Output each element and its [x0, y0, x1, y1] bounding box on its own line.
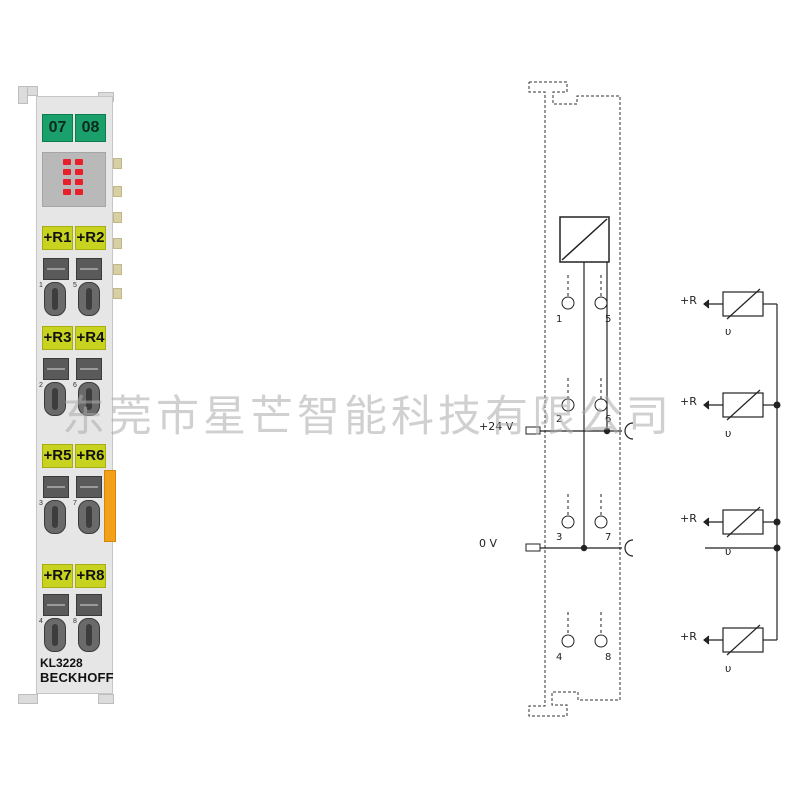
contact-number-6: 6 [605, 414, 611, 425]
rail-bottom-right [98, 694, 114, 704]
rtd-sensor-3 [703, 506, 777, 538]
label-r2: +R2 [75, 226, 106, 250]
rail-top-left-hook [18, 86, 28, 104]
rail-bottom-left [18, 694, 38, 704]
sensor-return-bus [705, 304, 778, 640]
contact-6 [594, 398, 608, 412]
wire-entry-2[interactable] [44, 382, 66, 416]
spring-release-3[interactable] [43, 476, 69, 498]
label-r3: +R3 [42, 326, 73, 350]
theta-symbol-3: υ [725, 545, 731, 558]
wire-entry-6[interactable] [78, 382, 100, 416]
status-led-8 [75, 189, 83, 195]
contact-number-7: 7 [605, 532, 611, 543]
model-number: KL3228 [40, 656, 83, 670]
wire-entry-5[interactable] [78, 282, 100, 316]
contact-stubs [567, 275, 602, 634]
label-r4: +R4 [75, 326, 106, 350]
label-r8: +R8 [75, 564, 106, 588]
connector-number-8: 8 [73, 618, 77, 625]
contact-1 [561, 296, 575, 310]
led-window [42, 152, 106, 207]
contact-number-4: 4 [556, 652, 562, 663]
spring-release-5[interactable] [76, 258, 102, 280]
status-led-1 [63, 159, 71, 165]
spring-release-1[interactable] [43, 258, 69, 280]
connector-number-1: 1 [39, 282, 43, 289]
rtd-sensor-4 [703, 624, 777, 656]
side-contact-3 [113, 212, 122, 223]
wire-entry-1[interactable] [44, 282, 66, 316]
connector-number-7: 7 [73, 500, 77, 507]
brand-logo: BECKHOFF [40, 670, 114, 685]
status-led-6 [75, 169, 83, 175]
bus-junctions [773, 401, 781, 552]
theta-symbol-2: υ [725, 427, 731, 440]
status-led-2 [63, 169, 71, 175]
channel-tab-07: 07 [42, 114, 73, 142]
status-led-5 [75, 159, 83, 165]
contact-8 [594, 634, 608, 648]
label-r6: +R6 [75, 444, 106, 468]
connector-number-5: 5 [73, 282, 77, 289]
side-contact-4 [113, 238, 122, 249]
power-zero-line [525, 539, 634, 557]
status-led-3 [63, 179, 71, 185]
contact-number-2: 2 [556, 414, 562, 425]
channel-tab-08: 08 [75, 114, 106, 142]
contact-number-1: 1 [556, 314, 562, 325]
wire-entry-8[interactable] [78, 618, 100, 652]
watermark-text: 东莞市星芒智能科技有限公司 [62, 392, 673, 442]
orange-power-contact [104, 470, 116, 542]
spring-release-7[interactable] [76, 476, 102, 498]
label-r1: +R1 [42, 226, 73, 250]
signal-isolator-block [559, 216, 610, 263]
connector-number-3: 3 [39, 500, 43, 507]
sensor-label-3: +R [680, 512, 697, 525]
spring-release-4[interactable] [43, 594, 69, 616]
terminal-module: 07 08 +R1 +R2 1 5 +R3 +R4 2 6 +R5 +R6 3 … [18, 82, 122, 708]
status-led-4 [63, 189, 71, 195]
connector-number-6: 6 [73, 382, 77, 389]
housing-outline [528, 81, 621, 717]
wire-entry-3[interactable] [44, 500, 66, 534]
power-plus-line [525, 422, 634, 440]
sensor-label-4: +R [680, 630, 697, 643]
theta-symbol-1: υ [725, 325, 731, 338]
side-contact-2 [113, 186, 122, 197]
contact-5 [594, 296, 608, 310]
contact-2 [561, 398, 575, 412]
wire-entry-4[interactable] [44, 618, 66, 652]
contact-4 [561, 634, 575, 648]
spring-release-2[interactable] [43, 358, 69, 380]
theta-symbol-4: υ [725, 662, 731, 675]
side-contact-6 [113, 288, 122, 299]
spring-release-6[interactable] [76, 358, 102, 380]
wire-entry-7[interactable] [78, 500, 100, 534]
side-contact-5 [113, 264, 122, 275]
contact-number-3: 3 [556, 532, 562, 543]
supply-zero-label: 0 V [479, 537, 497, 550]
spring-release-8[interactable] [76, 594, 102, 616]
rtd-sensor-1 [703, 288, 777, 320]
contact-7 [594, 515, 608, 529]
connector-number-2: 2 [39, 382, 43, 389]
contact-number-5: 5 [605, 314, 611, 325]
side-contact-1 [113, 158, 122, 169]
terminal-contacts [561, 296, 608, 648]
label-r5: +R5 [42, 444, 73, 468]
contact-3 [561, 515, 575, 529]
rtd-sensor-2 [703, 389, 777, 421]
supply-plus-label: +24 V [479, 420, 514, 433]
contact-number-8: 8 [605, 652, 611, 663]
connector-number-4: 4 [39, 618, 43, 625]
sensor-label-2: +R [680, 395, 697, 408]
label-r7: +R7 [42, 564, 73, 588]
sensor-label-1: +R [680, 294, 697, 307]
status-led-7 [75, 179, 83, 185]
